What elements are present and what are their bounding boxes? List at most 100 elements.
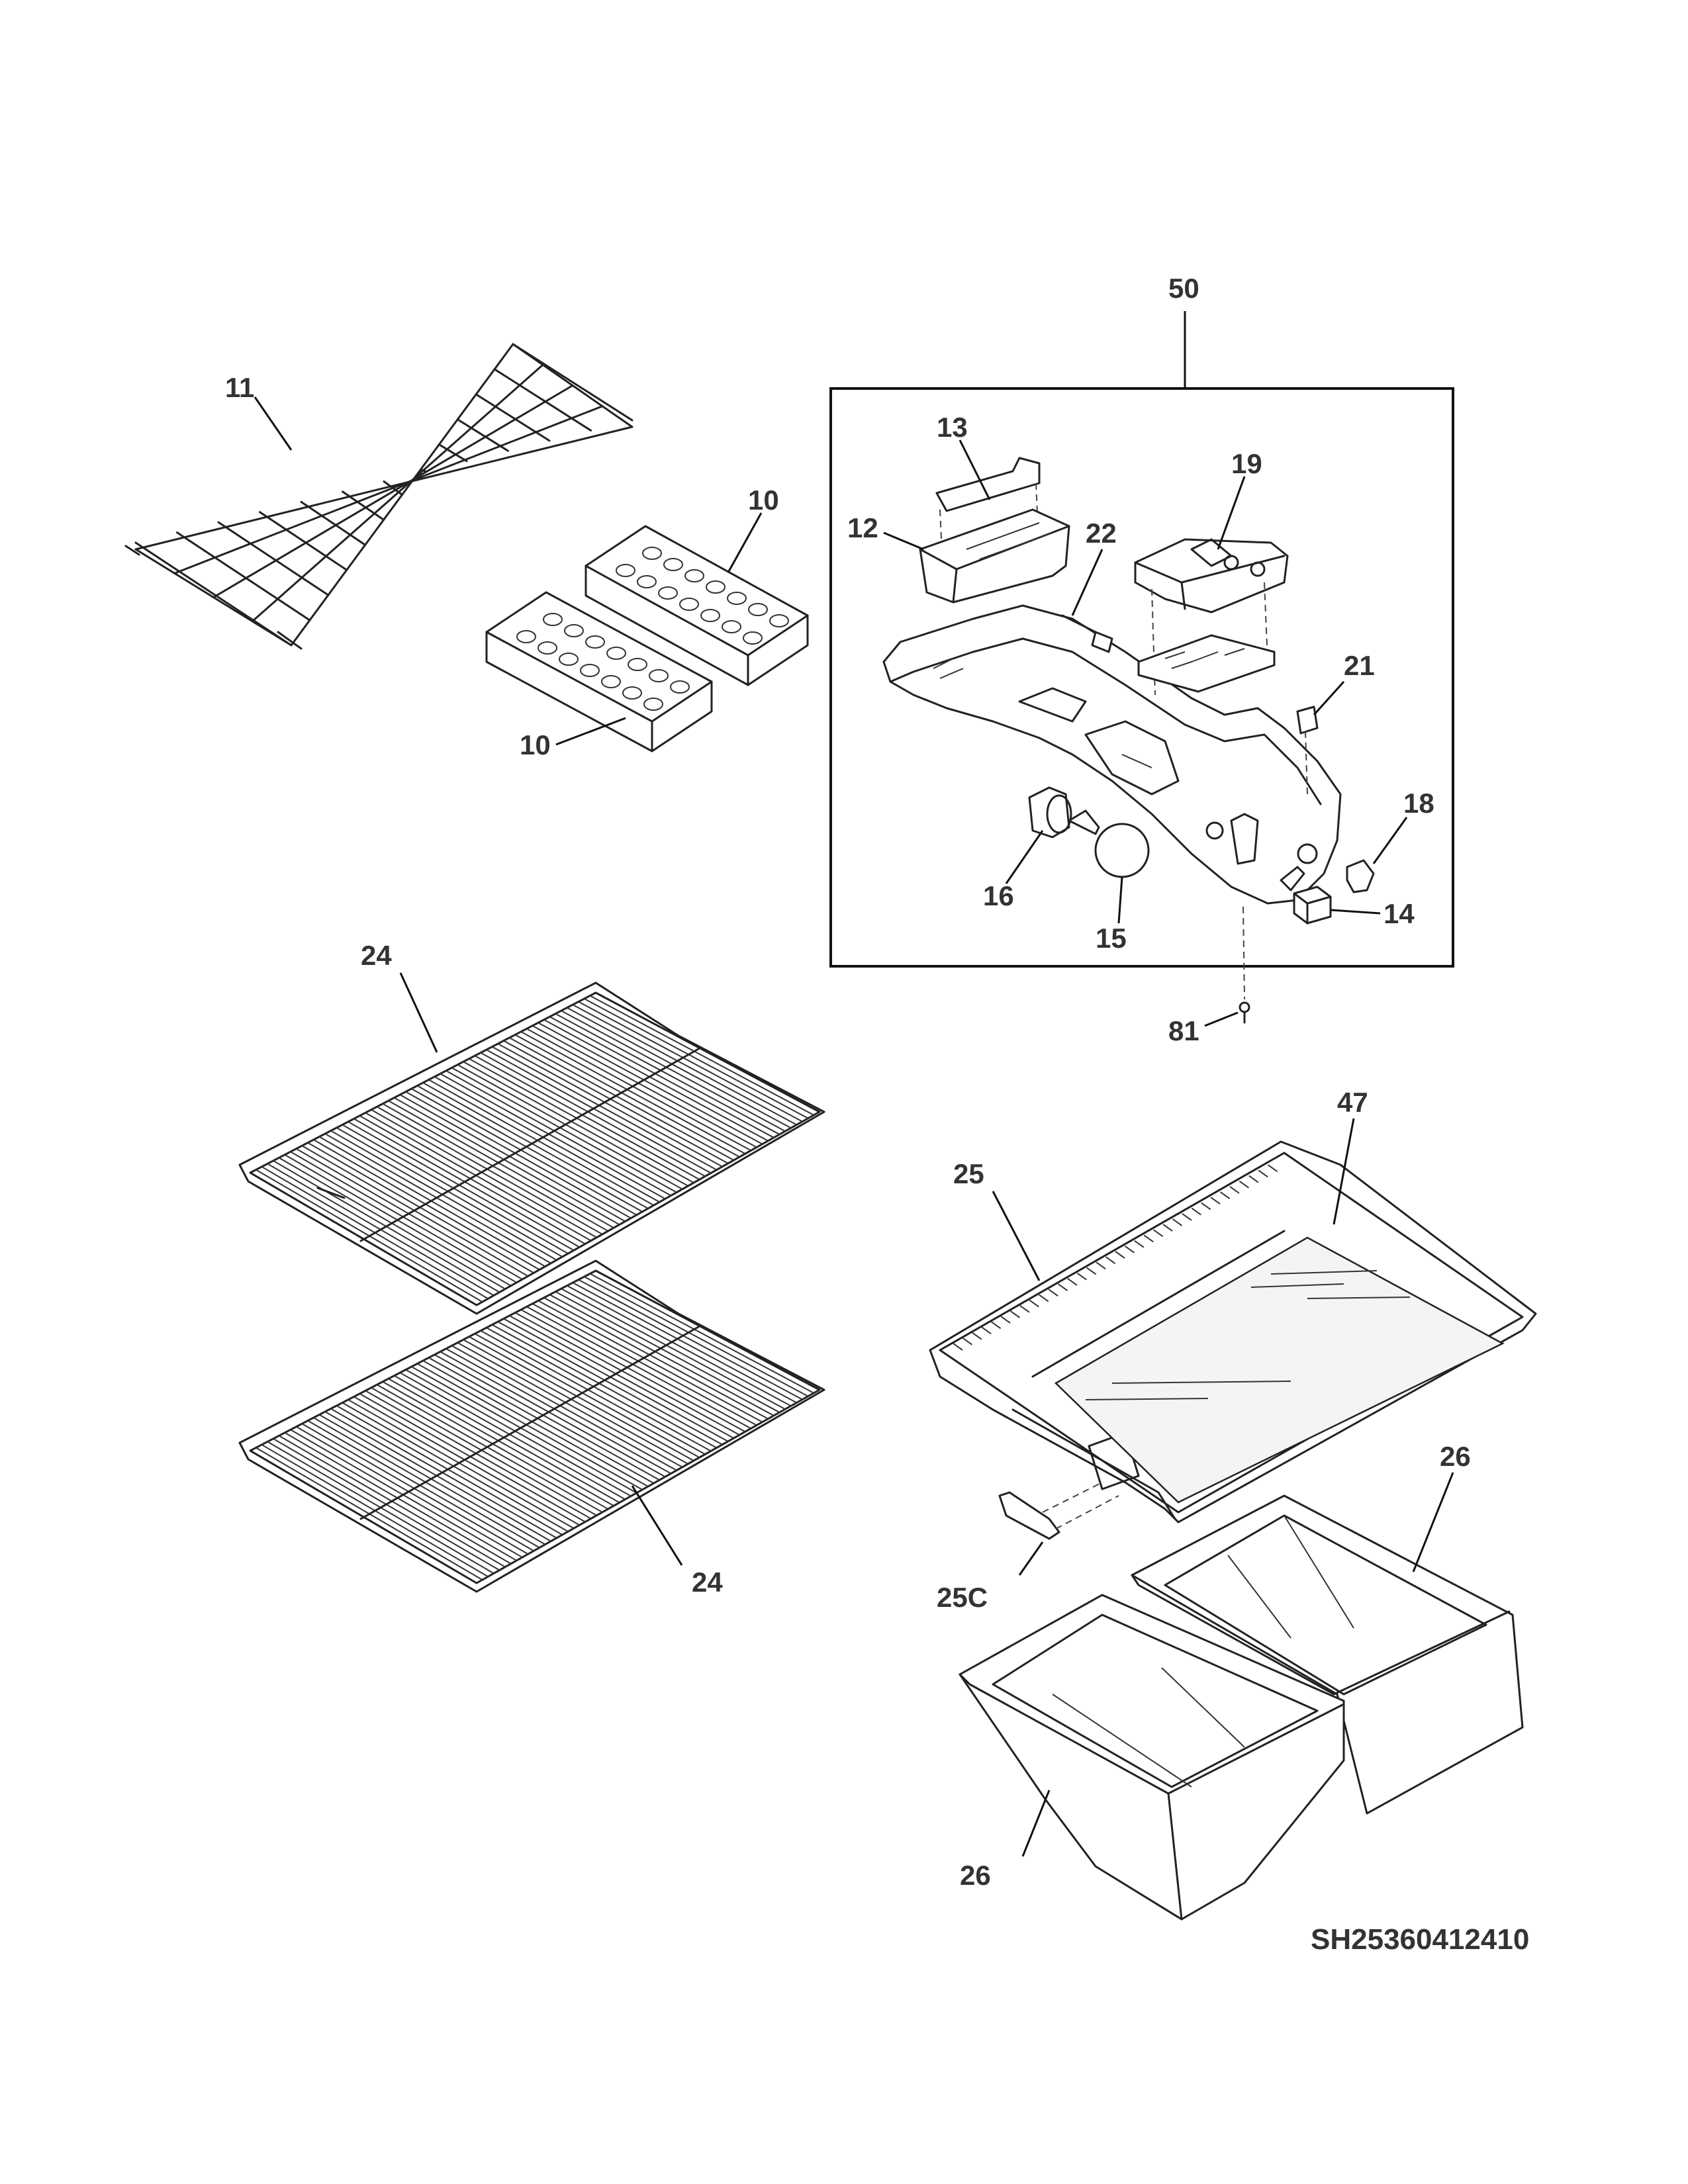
- part-14-switch: [1293, 886, 1332, 925]
- wire-line: [1057, 1283, 1068, 1291]
- wire-line: [1229, 1186, 1240, 1194]
- part-50-assembly-box: [829, 311, 1454, 968]
- wire-line: [313, 1417, 540, 1549]
- wire-line: [486, 1049, 712, 1174]
- wire-line: [567, 1007, 792, 1129]
- wire-line: [962, 1338, 972, 1345]
- wire-line: [411, 1088, 637, 1216]
- wire-line: [134, 541, 293, 647]
- part-81-screw: [1239, 906, 1250, 1024]
- leader-lines: [254, 396, 1454, 1857]
- wire-line: [480, 1052, 706, 1177]
- wire-line: [538, 1022, 763, 1145]
- ice-cell: [769, 614, 789, 627]
- ice-cell: [670, 680, 690, 694]
- wire-line: [388, 1100, 614, 1229]
- wire-line: [324, 1411, 551, 1542]
- wire-line: [555, 1013, 780, 1135]
- wire-line: [1096, 1261, 1106, 1270]
- ice-cell: [616, 564, 635, 577]
- wire-line: [520, 1309, 746, 1433]
- wire-line: [1153, 1229, 1164, 1238]
- ice-cell: [643, 698, 663, 711]
- ice-cell: [642, 547, 662, 560]
- ice-cell: [658, 586, 678, 600]
- wire-line: [251, 363, 544, 623]
- diagram-code: SH25360412410: [1311, 1923, 1529, 1956]
- wire-line: [538, 1300, 763, 1423]
- wire-line: [173, 405, 604, 574]
- callout-26-right: 26: [1440, 1441, 1471, 1472]
- wire-line: [1201, 1202, 1211, 1210]
- part-22-connector: [1061, 614, 1113, 653]
- wire-line: [463, 1339, 688, 1465]
- wire-line: [526, 1028, 751, 1152]
- wire-line: [503, 1040, 729, 1164]
- wire-line: [491, 1324, 718, 1449]
- wire-line: [382, 1103, 609, 1232]
- wire-line: [1105, 1256, 1116, 1264]
- wire-line: [330, 1408, 557, 1539]
- ice-cell: [628, 658, 647, 671]
- wire-line: [451, 1067, 677, 1193]
- wire-line: [474, 1055, 700, 1181]
- callout-50: 50: [1168, 273, 1199, 304]
- wire-line: [457, 1342, 683, 1468]
- wire-line: [1134, 1240, 1145, 1248]
- wire-line: [486, 1327, 712, 1452]
- wire-line: [543, 1019, 769, 1142]
- ice-cell: [663, 558, 683, 571]
- wire-line: [572, 1004, 797, 1126]
- wire-line: [475, 393, 551, 442]
- wire-line: [399, 1372, 626, 1500]
- wire-line: [451, 1345, 677, 1471]
- wire-line: [1219, 1191, 1231, 1199]
- wire-line: [342, 490, 385, 521]
- wire-line: [491, 1046, 718, 1171]
- ice-cell: [684, 569, 704, 582]
- wire-line: [509, 1315, 734, 1439]
- wire-line: [493, 368, 592, 432]
- callout-25: 25: [953, 1158, 984, 1189]
- wire-line: [1019, 1304, 1030, 1313]
- ice-cell: [743, 631, 763, 645]
- wire-line: [428, 1357, 655, 1484]
- wire-line: [313, 1139, 540, 1271]
- wire-line: [405, 1369, 632, 1497]
- wire-line: [1268, 1164, 1278, 1172]
- part-26-crisper-right: [1131, 1494, 1524, 1815]
- wire-line: [336, 1127, 563, 1257]
- wire-line: [474, 1333, 700, 1459]
- wire-line: [497, 1321, 723, 1445]
- callout-22: 22: [1086, 518, 1117, 549]
- wire-line: [543, 1297, 769, 1420]
- wire-line: [514, 1034, 740, 1158]
- ice-cell: [700, 609, 720, 622]
- wire-line: [445, 1347, 672, 1475]
- wire-line: [411, 1366, 637, 1494]
- wire-line: [549, 1294, 774, 1416]
- wire-line: [972, 1332, 982, 1340]
- wire-line: [376, 1106, 603, 1235]
- wire-line: [981, 1326, 992, 1335]
- wire-line: [371, 1109, 597, 1238]
- wire-line: [953, 1343, 963, 1351]
- ice-cell: [679, 598, 699, 611]
- wire-line: [1115, 1251, 1125, 1259]
- wire-line: [1143, 1234, 1154, 1243]
- ice-cell: [585, 635, 605, 649]
- wire-line: [359, 1115, 586, 1245]
- part-24-shelf-lower: [238, 1259, 825, 1593]
- ice-cell: [564, 624, 584, 637]
- part-24-shelf-upper: [238, 981, 825, 1315]
- ice-cell: [706, 580, 726, 594]
- ice-cell: [727, 592, 747, 605]
- wire-line: [469, 1058, 694, 1183]
- callout-12: 12: [847, 512, 878, 543]
- wire-line: [1248, 1175, 1259, 1183]
- wire-line: [416, 1363, 643, 1490]
- wire-line: [399, 1094, 626, 1222]
- callout-47: 47: [1337, 1087, 1368, 1118]
- wire-line: [1258, 1169, 1268, 1178]
